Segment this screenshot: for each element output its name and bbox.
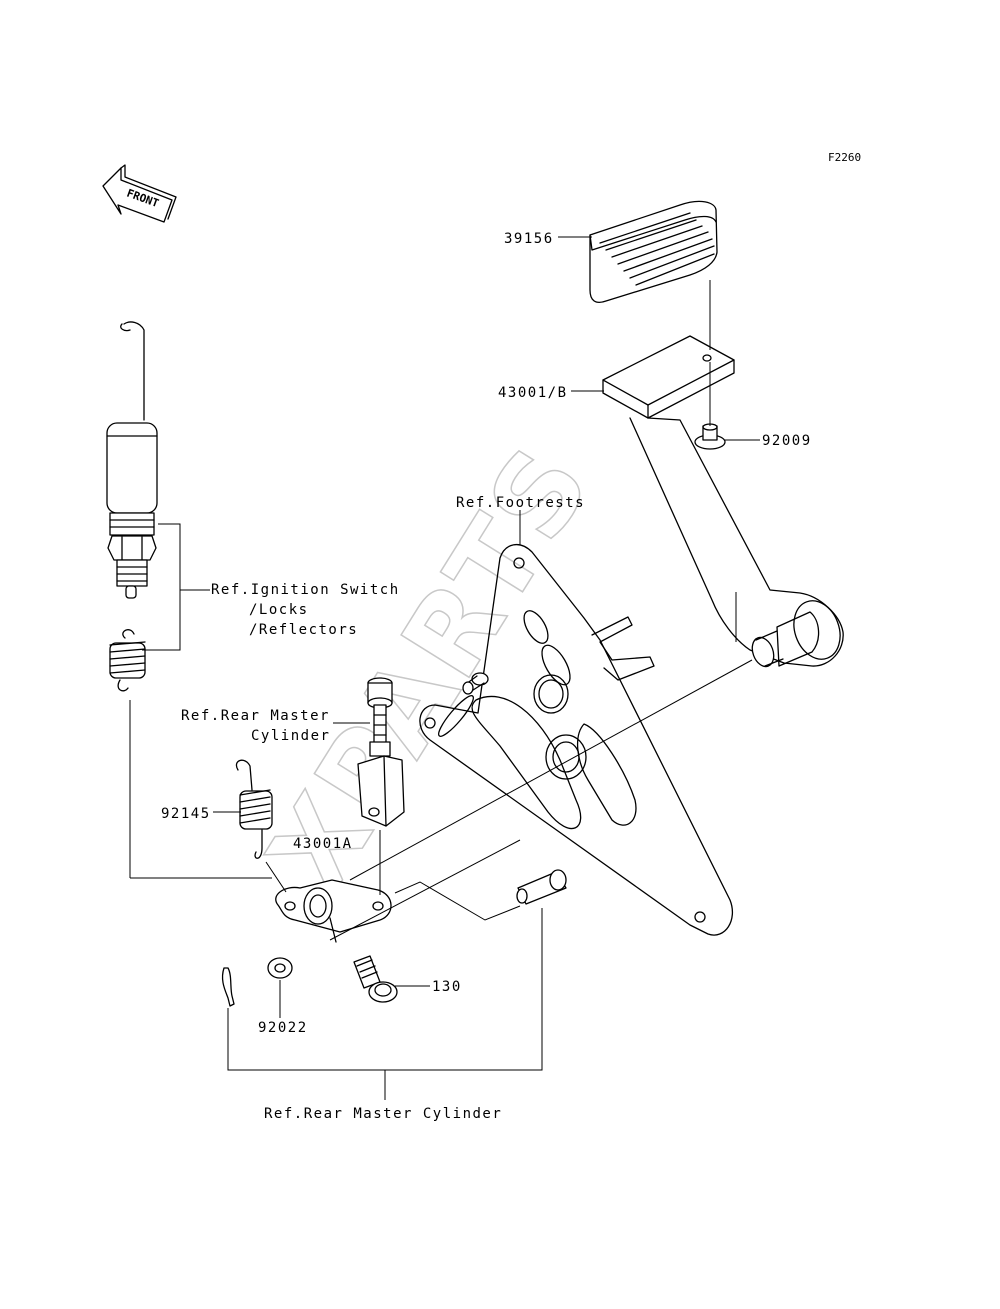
brake-pedal-arm [602, 335, 844, 668]
label-ref-footrests: Ref.Footrests [456, 495, 585, 511]
front-arrow-icon: FRONT [102, 164, 177, 223]
label-ref-rear-master-line2: Cylinder [251, 728, 330, 744]
label-ref-ignition-line1: Ref.Ignition Switch [211, 582, 400, 598]
push-rod-43001a [357, 677, 405, 827]
footrest-plate [419, 544, 733, 936]
bolt-92009 [694, 423, 726, 450]
label-43001a: 43001A [293, 836, 353, 852]
assembly-lines [129, 280, 753, 941]
cotter-pin [221, 967, 235, 1007]
label-ref-ignition-line3: /Reflectors [249, 622, 358, 638]
bolt-130 [353, 955, 398, 1003]
clevis-pin [516, 869, 567, 905]
label-ref-rear-master-line1: Ref.Rear Master [181, 708, 330, 724]
upper-spring [109, 629, 146, 692]
label-39156: 39156 [504, 231, 554, 247]
pedal-rubber-pad [589, 200, 718, 304]
label-92022: 92022 [258, 1020, 308, 1036]
leader-lines [142, 236, 760, 1100]
spring-92145 [235, 759, 273, 859]
plate-pin [462, 672, 489, 695]
figure-code: F2260 [828, 151, 861, 164]
label-ref-rear-master-bottom: Ref.Rear Master Cylinder [264, 1106, 502, 1122]
label-ref-ignition-line2: /Locks [249, 602, 309, 618]
plate-bracket-tab [591, 616, 655, 681]
label-92145: 92145 [161, 806, 211, 822]
label-92009: 92009 [762, 433, 812, 449]
label-43001b: 43001/B [498, 385, 568, 401]
label-130: 130 [432, 979, 462, 995]
pedal-pivot-lever [275, 879, 392, 943]
brake-light-switch [106, 321, 158, 599]
washer-92022 [267, 957, 293, 979]
